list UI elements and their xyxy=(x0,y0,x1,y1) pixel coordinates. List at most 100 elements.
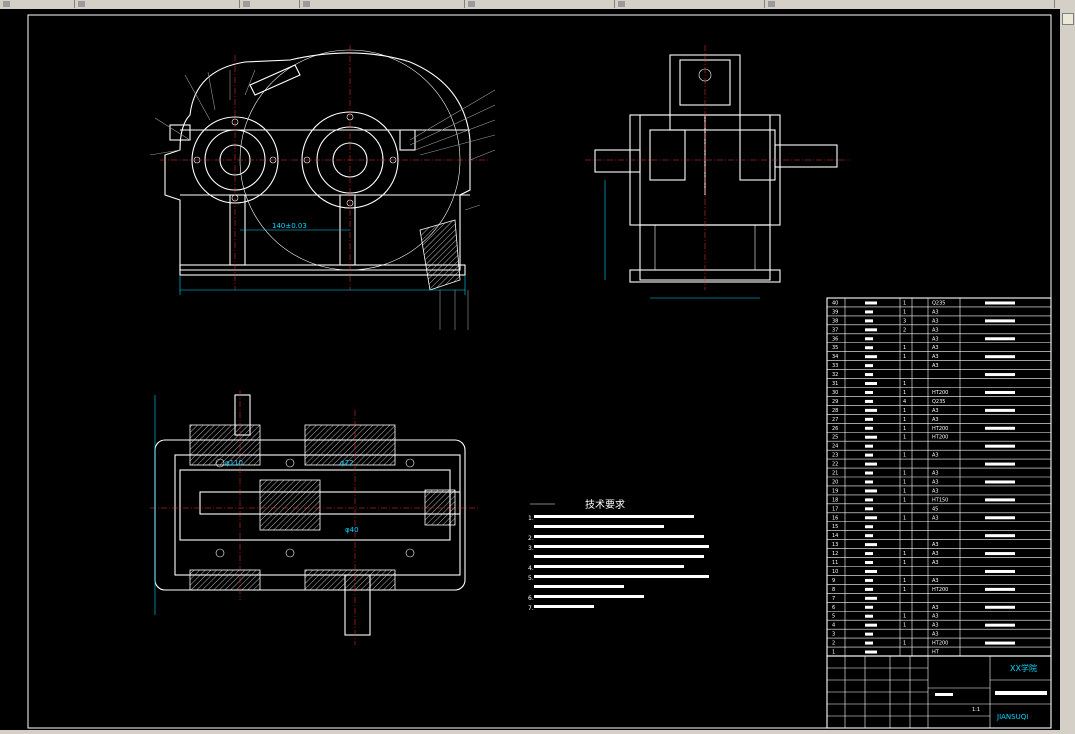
table-cell: 1 xyxy=(903,515,906,521)
table-cell: 3 xyxy=(903,318,906,324)
part-name-mark xyxy=(865,552,873,556)
table-cell: 14 xyxy=(832,533,838,539)
table-cell: 1 xyxy=(903,408,906,414)
table-cell: 35 xyxy=(832,345,838,351)
table-cell: A3 xyxy=(932,363,939,369)
table-cell: A3 xyxy=(932,488,939,494)
table-cell: 32 xyxy=(832,372,838,378)
table-cell: A3 xyxy=(932,318,939,324)
vertical-scrollbar[interactable] xyxy=(1060,9,1075,734)
table-cell: 9 xyxy=(832,578,835,584)
table-cell: Q235 xyxy=(932,399,945,405)
cad-drawing-canvas[interactable]: 140±0.03 xyxy=(0,9,1060,730)
technical-requirements: 技术要求 1. 2. 3. 4. 5. 6. 7. xyxy=(528,498,709,612)
table-cell: A3 xyxy=(932,309,939,315)
part-name-mark xyxy=(865,650,877,654)
title-block: XX学院 JIANSUQI 1:1 xyxy=(826,655,1052,729)
table-cell: 29 xyxy=(832,399,838,405)
drawing-scale: 1:1 xyxy=(972,707,980,713)
part-note-mark xyxy=(985,426,1015,430)
part-name-mark xyxy=(865,489,877,493)
part-name-mark xyxy=(865,328,877,332)
table-cell: 2 xyxy=(903,327,906,333)
part-name-mark xyxy=(865,516,877,520)
table-cell: A3 xyxy=(932,560,939,566)
table-cell: 1 xyxy=(903,471,906,477)
part-name-mark xyxy=(865,382,877,386)
drawing-code: JIANSUQI xyxy=(996,713,1028,721)
part-name-mark xyxy=(865,319,873,323)
plan-section-view: φ110 φ72 φ40 xyxy=(150,390,480,645)
part-note-mark xyxy=(985,408,1015,412)
table-cell: 18 xyxy=(832,497,838,503)
drawing-file-icon xyxy=(78,1,85,7)
table-cell: 5 xyxy=(832,614,835,620)
table-cell: 1 xyxy=(903,488,906,494)
table-cell: 4 xyxy=(832,623,835,629)
document-tab[interactable] xyxy=(615,0,765,8)
table-cell: 26 xyxy=(832,426,838,432)
table-cell: A3 xyxy=(932,417,939,423)
document-tab[interactable] xyxy=(75,0,240,8)
table-cell: 40 xyxy=(832,300,838,306)
part-name-mark xyxy=(865,417,873,421)
table-cell: 1 xyxy=(903,345,906,351)
drawing-file-icon xyxy=(243,1,250,7)
status-strip xyxy=(0,730,1060,734)
svg-text:5.: 5. xyxy=(528,575,534,582)
part-name-mark xyxy=(865,632,873,636)
table-cell: 1 xyxy=(903,497,906,503)
table-cell: 15 xyxy=(832,524,838,530)
document-tab[interactable] xyxy=(0,0,75,8)
table-cell: HT xyxy=(932,650,940,656)
document-tab[interactable] xyxy=(465,0,615,8)
table-cell: 24 xyxy=(832,444,838,450)
part-name-mark xyxy=(865,623,877,627)
scroll-up-button[interactable] xyxy=(1062,13,1074,25)
part-note-mark xyxy=(985,587,1015,591)
tech-req-lines: 1. 2. 3. 4. 5. 6. 7. xyxy=(528,515,709,612)
table-cell: 36 xyxy=(832,336,838,342)
document-tab[interactable] xyxy=(765,0,1055,8)
table-cell: 13 xyxy=(832,542,838,548)
svg-text:2.: 2. xyxy=(528,535,534,542)
table-cell: A3 xyxy=(932,614,939,620)
table-cell: 1 xyxy=(903,641,906,647)
table-cell: 1 xyxy=(903,551,906,557)
part-name-mark xyxy=(865,578,873,582)
document-tab[interactable] xyxy=(300,0,465,8)
part-name-mark xyxy=(865,444,873,448)
part-name-mark xyxy=(865,355,877,359)
table-cell: 6 xyxy=(832,605,835,611)
part-name-mark xyxy=(865,498,873,502)
table-cell: 45 xyxy=(932,506,938,512)
table-cell: 2 xyxy=(832,641,835,647)
table-cell: 37 xyxy=(832,327,838,333)
part-name-mark xyxy=(865,534,873,538)
table-cell: A3 xyxy=(932,453,939,459)
part-name-mark xyxy=(865,435,877,439)
part-name-mark xyxy=(865,373,873,377)
table-cell: 7 xyxy=(832,596,835,602)
drawing-file-icon xyxy=(768,1,775,7)
document-tab[interactable] xyxy=(240,0,300,8)
part-name-mark xyxy=(865,543,877,547)
table-cell: 27 xyxy=(832,417,838,423)
table-cell: A3 xyxy=(932,542,939,548)
part-name-mark xyxy=(865,525,873,529)
part-name-mark xyxy=(865,614,873,618)
part-name-mark xyxy=(865,462,877,466)
tech-req-title: 技术要求 xyxy=(585,498,625,511)
svg-text:4.: 4. xyxy=(528,565,534,572)
table-cell: 17 xyxy=(832,506,838,512)
table-cell: A3 xyxy=(932,327,939,333)
table-cell: A3 xyxy=(932,345,939,351)
table-cell: 1 xyxy=(903,309,906,315)
part-name-mark xyxy=(865,596,877,600)
table-cell: 1 xyxy=(903,426,906,432)
table-cell: 1 xyxy=(903,614,906,620)
table-cell: 1 xyxy=(903,453,906,459)
document-tab-bar xyxy=(0,0,1075,9)
part-name-mark xyxy=(865,390,873,394)
table-cell: A3 xyxy=(932,578,939,584)
